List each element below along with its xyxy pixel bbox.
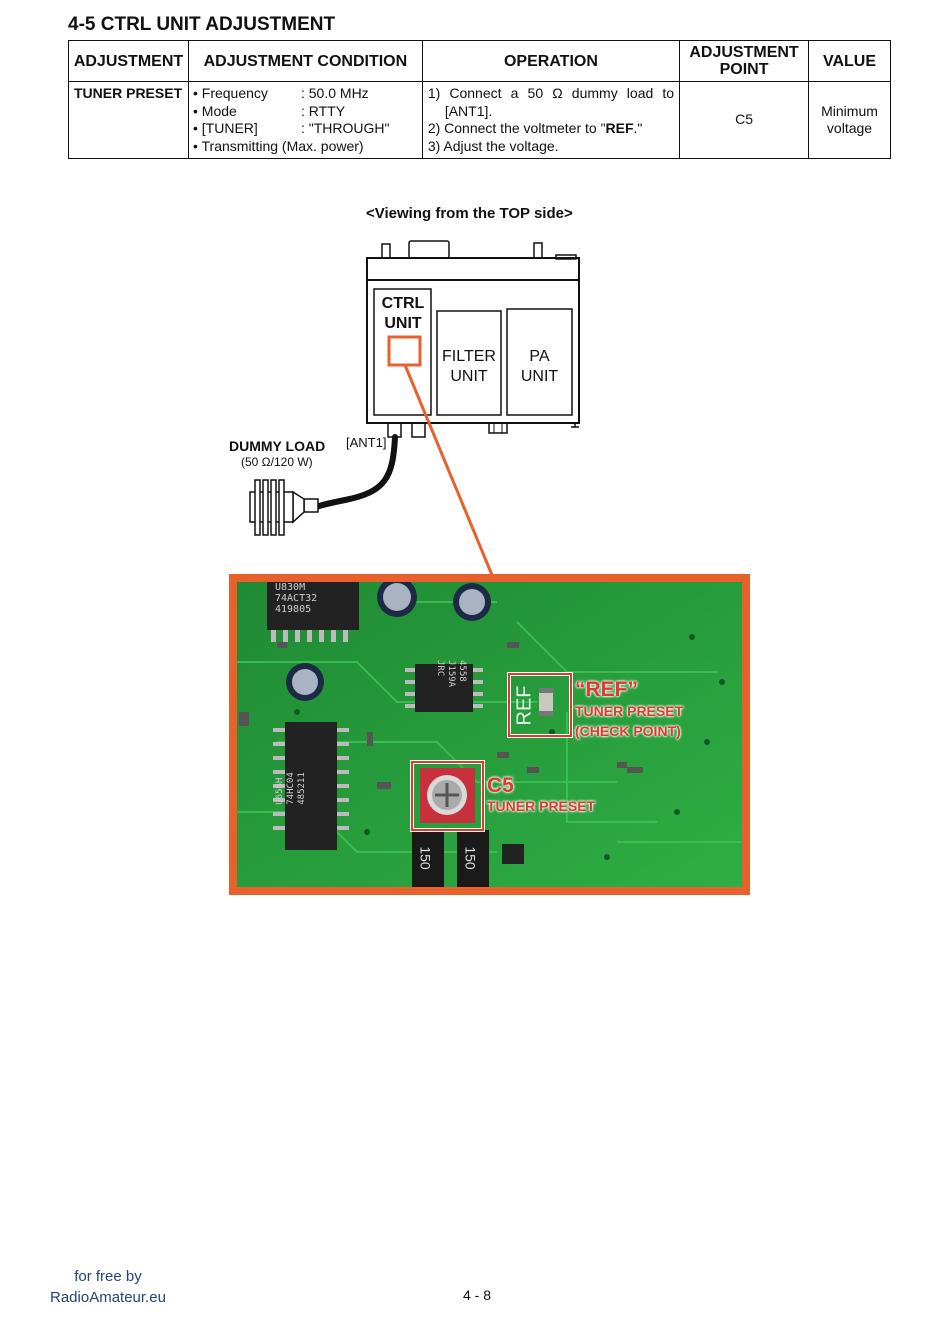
ant1-label: [ANT1] — [346, 435, 387, 450]
filter-unit-label: FILTER UNIT — [442, 348, 496, 385]
top-view-diagram — [249, 240, 580, 576]
filter-unit-box — [436, 310, 502, 416]
operation-step-2: 2) Connect the voltmeter to "REF." — [427, 120, 643, 136]
cell-conditions: • Frequency : 50.0 MHz • Mode : RTTY • [… — [187, 81, 423, 159]
header-operation: OPERATION — [421, 40, 681, 82]
dummy-load-icon — [249, 479, 319, 536]
ctrl-unit-box — [373, 288, 432, 416]
table-row: TUNER PRESET • Frequency : 50.0 MHz • Mo… — [68, 81, 891, 159]
ref-desc-1: TUNER PRESET — [575, 703, 684, 719]
operation-step-1-cont: [ANT1]. — [444, 102, 493, 119]
ctrl-highlight-square — [387, 335, 422, 367]
leader-line — [403, 364, 494, 576]
adjustment-table: ADJUSTMENT ADJUSTMENT CONDITION OPERATIO… — [68, 40, 891, 159]
pa-unit-label: PA UNIT — [520, 348, 559, 385]
table-header-row: ADJUSTMENT ADJUSTMENT CONDITION OPERATIO… — [68, 40, 891, 82]
ic-74act32 — [267, 582, 359, 642]
cell-adjustment: TUNER PRESET — [68, 81, 189, 159]
condition-item: • [TUNER] : "THROUGH" — [192, 120, 390, 136]
section-title: 4-5 CTRL UNIT ADJUSTMENT — [68, 14, 336, 35]
ctrl-unit-label: CTRL UNIT — [381, 295, 425, 332]
silk-ref: REF — [513, 685, 536, 726]
pa-unit-box — [506, 308, 573, 416]
condition-item: • Mode : RTTY — [192, 102, 346, 119]
resistor-label-2: 150 — [462, 846, 479, 870]
ref-desc-2: (CHECK POINT) — [575, 723, 681, 739]
resistor-label-1: 150 — [417, 846, 434, 870]
header-condition: ADJUSTMENT CONDITION — [187, 40, 423, 82]
operation-step-1: 1) Connect a 50 Ω dummy load to — [427, 85, 675, 101]
c5-annotation: C5 — [487, 774, 514, 797]
header-point: ADJUSTMENT POINT — [679, 40, 809, 82]
condition-item: • Frequency : 50.0 MHz — [192, 85, 369, 101]
coax-cable — [313, 434, 398, 510]
watermark: for free by RadioAmateur.eu — [50, 1268, 166, 1306]
dummy-load-spec: (50 Ω/120 W) — [241, 455, 313, 469]
dummy-load-label: DUMMY LOAD — [229, 438, 326, 454]
page-number: 4 - 8 — [463, 1287, 492, 1303]
c5-desc: TUNER PRESET — [487, 798, 596, 814]
header-adjustment: ADJUSTMENT — [68, 40, 189, 82]
cell-point: C5 — [679, 81, 809, 159]
cell-operation: 1) Connect a 50 Ω dummy load to [ANT1]. … — [421, 81, 681, 159]
operation-step-3: 3) Adjust the voltage. — [427, 137, 559, 154]
header-value: VALUE — [808, 40, 891, 82]
view-caption: <Viewing from the TOP side> — [366, 205, 573, 222]
condition-item: • Transmitting (Max. power) — [192, 137, 364, 154]
ref-annotation: “REF” — [575, 678, 638, 701]
cell-value: Minimum voltage — [808, 81, 891, 159]
